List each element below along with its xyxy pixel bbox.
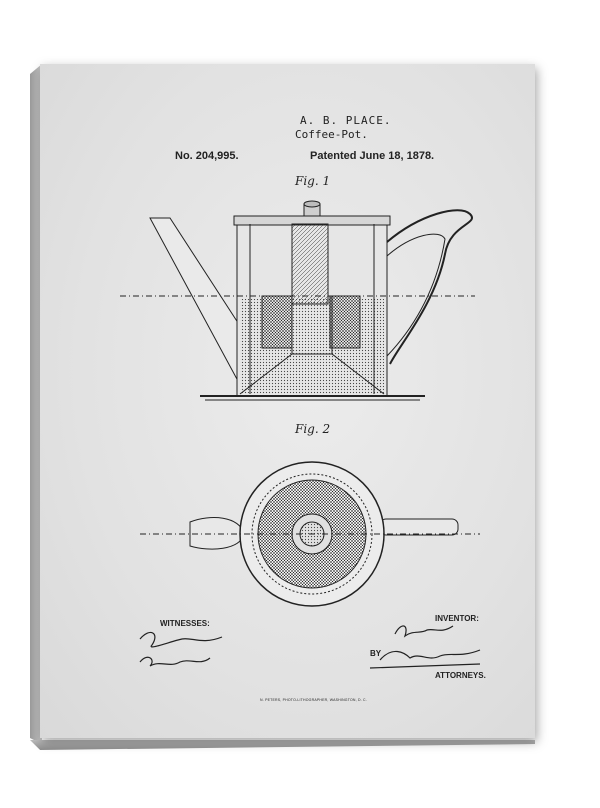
inventor-label: INVENTOR: [435,614,479,623]
attorneys-label: ATTORNEYS. [435,671,486,680]
inventor-signature [369,625,481,669]
canvas-print: A. B. PLACE. Coffee-Pot. No. 204,995. Pa… [30,64,535,750]
patent-drawing: A. B. PLACE. Coffee-Pot. No. 204,995. Pa… [40,64,535,738]
coffee-pot-illustration [120,200,481,669]
figure-2-label: Fig. 2 [295,422,331,436]
invention-title: Coffee-Pot. [295,128,368,141]
canvas-side-edge [30,64,42,744]
witness-signatures [139,631,223,667]
figure-1-section-view [120,200,475,401]
figure-1-label: Fig. 1 [295,174,331,188]
patent-number: No. 204,995. [175,150,239,162]
canvas-bottom-edge [30,740,535,750]
witnesses-label: WITNESSES: [160,619,210,628]
by-label: BY [370,649,382,658]
patent-date: Patented June 18, 1878. [310,150,435,162]
printer-credit: N. PETERS, PHOTO-LITHOGRAPHER, WASHINGTO… [260,698,367,702]
figure-2-top-view [140,461,480,607]
